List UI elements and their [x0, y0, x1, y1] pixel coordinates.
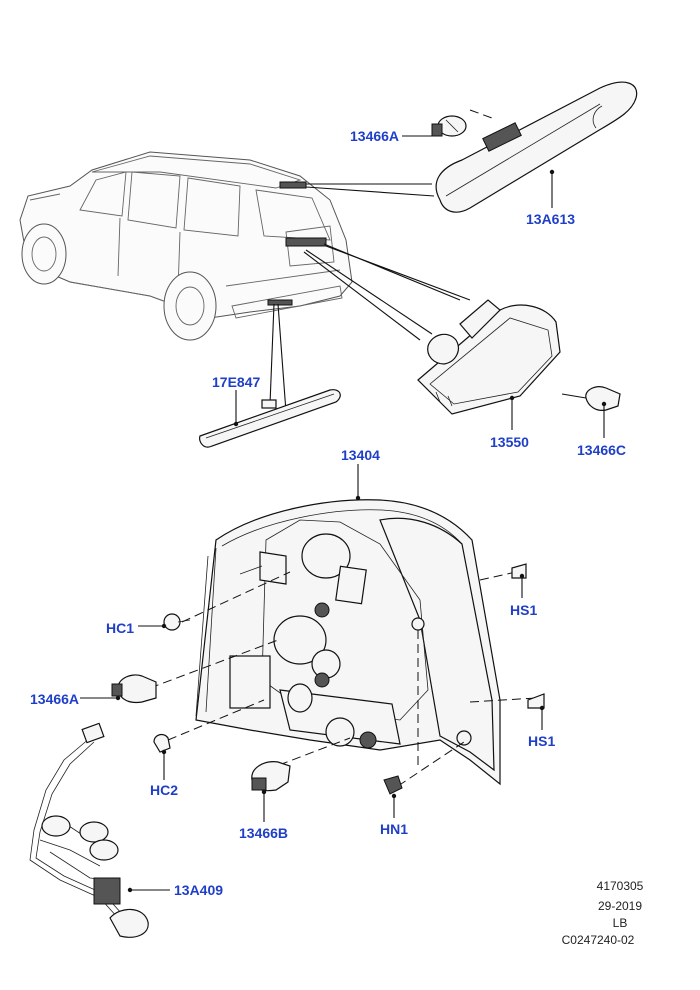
callout-13466C[interactable]: 13466C [577, 442, 626, 458]
high-mount-stop-lamp [435, 81, 638, 213]
callout-HC2[interactable]: HC2 [150, 782, 178, 798]
fastener-HN1 [383, 775, 403, 795]
bulb-13466A-lower [111, 674, 157, 704]
callout-13466A-upper[interactable]: 13466A [350, 128, 399, 144]
reference-code: 4170305 [597, 879, 644, 893]
bulb-13466C [585, 386, 621, 411]
rear-lamp-assembly [195, 499, 501, 786]
fastener-HC2 [153, 733, 171, 753]
reference-illustration-id: C0247240-02 [562, 933, 635, 947]
callout-HS1-upper[interactable]: HS1 [510, 602, 537, 618]
callout-HS1-lower[interactable]: HS1 [528, 733, 555, 749]
rear-reflector [199, 389, 341, 448]
fastener-HC1 [163, 613, 191, 631]
callout-17E847[interactable]: 17E847 [212, 374, 260, 390]
callout-13404[interactable]: 13404 [341, 447, 380, 463]
callout-leaders [80, 135, 607, 893]
part-callouts: 13466A 13A613 17E847 13550 13466C 13404 … [30, 128, 626, 898]
vehicle-illustration [19, 151, 353, 341]
callout-13466A-lower[interactable]: 13466A [30, 691, 79, 707]
reference-block: 4170305 29-2019 LB C0247240-02 [562, 879, 644, 947]
reference-market: LB [613, 916, 628, 930]
bulb-13466A-upper [431, 115, 467, 137]
bulb-13466B [251, 761, 291, 792]
callout-13A613[interactable]: 13A613 [526, 211, 575, 227]
callout-HN1[interactable]: HN1 [380, 821, 408, 837]
reference-date: 29-2019 [598, 899, 642, 913]
callout-13550[interactable]: 13550 [490, 434, 529, 450]
callout-HC1[interactable]: HC1 [106, 620, 134, 636]
callout-13466B[interactable]: 13466B [239, 825, 288, 841]
licence-plate-lamp [417, 299, 561, 415]
assembly-dash-lines [149, 571, 537, 787]
wiring-harness [29, 722, 149, 938]
leader-lines-upper [269, 109, 587, 413]
callout-13A409[interactable]: 13A409 [174, 882, 223, 898]
